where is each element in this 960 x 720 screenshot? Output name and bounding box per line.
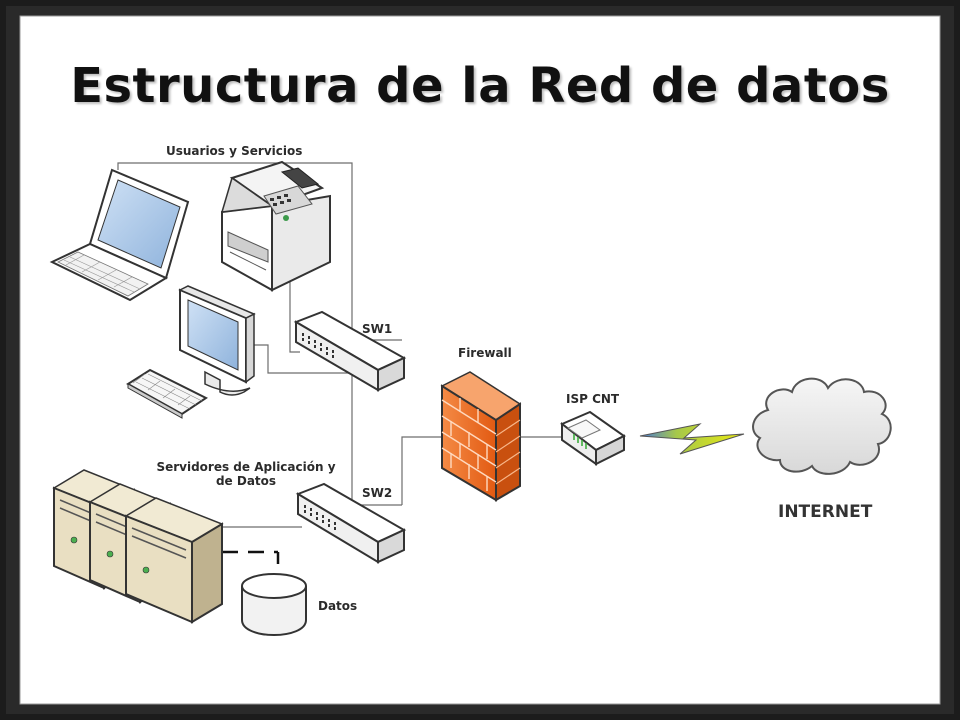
label-internet: INTERNET [778,502,873,522]
label-sw1: SW1 [362,322,393,336]
label-datos: Datos [318,599,358,613]
label-sw2: SW2 [362,486,393,500]
switch-sw2-icon [295,482,407,564]
link-monitor-bus [245,344,352,374]
firewall-icon [440,371,522,502]
page-title: Estructura de la Red de datos [70,58,890,114]
label-users-services: Usuarios y Servicios [166,144,303,158]
label-servers-line1: Servidores de Aplicación y [156,460,336,474]
label-servers: Servidores de Aplicación y de Datos [156,460,336,488]
link-printer-sw1 [289,270,300,353]
laptop-icon [49,168,190,302]
internet-cloud-icon [752,377,892,475]
link-sw2-firewall [401,436,445,505]
label-servers-line2: de Datos [215,474,277,488]
keyboard-icon [126,368,208,419]
server-3-icon [124,497,224,624]
label-isp: ISP CNT [566,392,620,406]
switch-sw1-icon [293,310,407,392]
lightning-bolt-icon [639,423,745,455]
monitor-icon [178,285,256,396]
printer-icon [220,160,331,292]
label-firewall: Firewall [458,346,512,360]
database-icon [241,573,307,636]
isp-modem-icon [560,410,626,466]
